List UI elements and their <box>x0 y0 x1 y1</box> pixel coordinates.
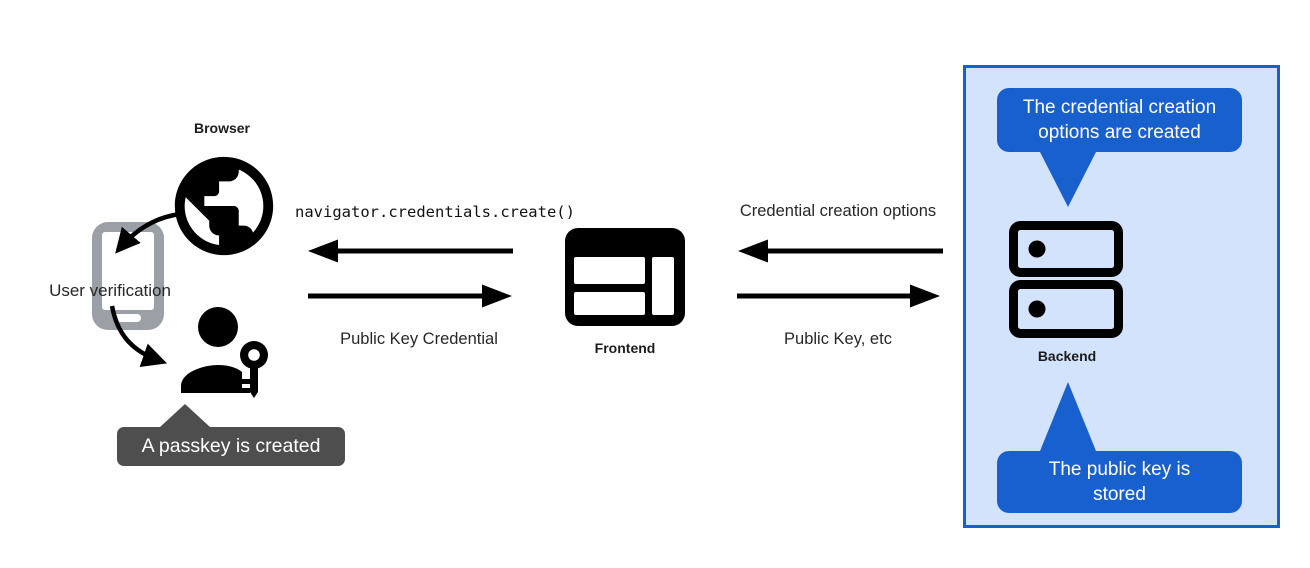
credential-creation-options-label: Credential creation options <box>739 202 937 220</box>
arrow-frontend-to-backend <box>737 284 940 308</box>
arrow-frontend-to-browser <box>308 239 513 263</box>
tooltip-pointer-down <box>1040 152 1096 207</box>
browser-window-icon <box>565 228 685 326</box>
public-key-stored-tooltip-text: The public key is stored <box>1048 459 1191 505</box>
credential-options-tooltip-text: The credential creation options are crea… <box>1022 97 1217 143</box>
server-stack-icon <box>1009 221 1123 338</box>
tooltip-pointer-up <box>160 404 210 427</box>
passkey-created-tooltip: A passkey is created <box>117 404 345 466</box>
person-with-key-icon <box>181 307 268 398</box>
navigator-credentials-create-label: navigator.credentials.create() <box>295 203 575 221</box>
backend-title: Backend <box>1037 348 1097 364</box>
credential-options-tooltip: The credential creation options are crea… <box>997 88 1242 207</box>
frontend-title: Frontend <box>594 340 656 356</box>
arrow-browser-to-frontend <box>308 284 512 308</box>
public-key-stored-tooltip: The public key is stored <box>997 382 1242 513</box>
arrow-backend-to-frontend <box>738 239 943 263</box>
phone-icon <box>92 222 164 330</box>
globe-icon <box>174 156 274 256</box>
public-key-credential-label: Public Key Credential <box>340 330 498 348</box>
passkey-created-tooltip-text: A passkey is created <box>141 435 321 457</box>
browser-title: Browser <box>193 120 251 136</box>
tooltip-pointer-up <box>1040 382 1096 451</box>
user-verification-label: User verification <box>49 281 171 300</box>
public-key-etc-label: Public Key, etc <box>784 330 892 348</box>
